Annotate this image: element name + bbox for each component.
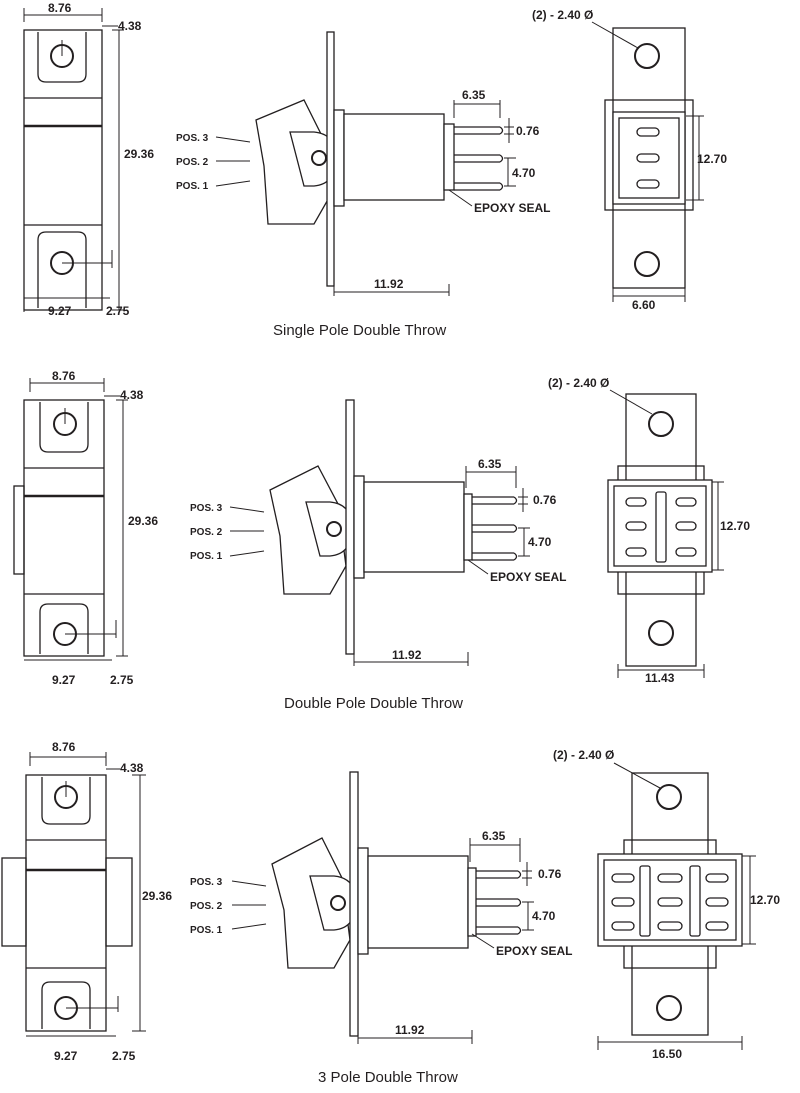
dim-rear-width: 6.60 xyxy=(632,298,656,312)
dim-height: 29.36 xyxy=(142,889,172,903)
dim-height: 29.36 xyxy=(124,147,154,161)
mounting-hole-icon xyxy=(648,620,674,646)
label-pos1: POS. 1 xyxy=(176,181,209,192)
mounting-hole-icon xyxy=(634,251,660,277)
mounting-hole-icon xyxy=(634,43,660,69)
switch-body xyxy=(363,481,465,573)
dim-width-bottom: 9.27 xyxy=(48,304,72,318)
dim-terminal-length: 6.35 xyxy=(462,88,486,102)
mounting-hole-icon xyxy=(648,411,674,437)
dim-pin-width: 0.76 xyxy=(516,124,540,138)
label-pos3: POS. 3 xyxy=(176,133,209,144)
label-pos1: POS. 1 xyxy=(190,925,223,936)
spdt-side-view: POS. 3 POS. 2 POS. 1 6. xyxy=(176,31,550,296)
label-epoxy-seal: EPOXY SEAL xyxy=(490,570,566,584)
dim-width-top: 8.76 xyxy=(52,740,76,754)
label-epoxy-seal: EPOXY SEAL xyxy=(496,944,572,958)
caption-3pdt: 3 Pole Double Throw xyxy=(318,1069,458,1086)
dim-base: 2.75 xyxy=(106,304,130,318)
mounting-plate xyxy=(349,771,359,1037)
dim-width-bottom: 9.27 xyxy=(54,1049,78,1063)
dim-offset: 4.38 xyxy=(120,761,144,775)
pivot-icon xyxy=(330,895,346,911)
dim-width-bottom: 9.27 xyxy=(52,673,76,687)
dim-height: 29.36 xyxy=(128,514,158,528)
3pdt-front-view: 8.76 4.38 29.36 9.27 2.75 xyxy=(1,740,172,1063)
dpdt-front-view: 8.76 4.38 29.36 9.27 2.75 xyxy=(13,369,158,687)
dpdt-rear-view: (2) - 2.40 Ø 12.70 11.43 xyxy=(548,376,750,685)
label-pos2: POS. 2 xyxy=(190,901,223,912)
dim-pin-width: 0.76 xyxy=(533,493,557,507)
dim-rear-height: 12.70 xyxy=(750,893,780,907)
label-pos2: POS. 2 xyxy=(190,527,223,538)
dim-rear-width: 11.43 xyxy=(645,671,675,685)
terminal-pins xyxy=(472,496,518,561)
dim-width-top: 8.76 xyxy=(52,369,76,383)
pivot-icon xyxy=(311,150,327,166)
label-epoxy-seal: EPOXY SEAL xyxy=(474,201,550,215)
dim-hole-dia: (2) - 2.40 Ø xyxy=(532,8,593,22)
rocker-actuator xyxy=(255,99,331,225)
label-pos1: POS. 1 xyxy=(190,551,223,562)
pivot-icon xyxy=(326,521,342,537)
dim-depth: 11.92 xyxy=(395,1023,425,1037)
dim-pin-pitch: 4.70 xyxy=(532,909,556,923)
dim-depth: 11.92 xyxy=(374,277,404,291)
dim-hole-dia: (2) - 2.40 Ø xyxy=(548,376,609,390)
dim-offset: 4.38 xyxy=(120,388,144,402)
label-pos2: POS. 2 xyxy=(176,157,209,168)
dim-terminal-length: 6.35 xyxy=(482,829,506,843)
terminal-pins xyxy=(454,126,504,191)
label-pos3: POS. 3 xyxy=(190,877,223,888)
mounting-hole-icon xyxy=(656,995,682,1021)
3pdt-drawing: 8.76 4.38 29.36 9.27 2.75 POS. 3 POS. 2 … xyxy=(1,740,780,1086)
spdt-drawing: 8.76 4.38 29.36 9.27 2.75 POS. 3 POS. 2 … xyxy=(23,1,727,339)
dim-hole-dia: (2) - 2.40 Ø xyxy=(553,748,614,762)
terminal-pins xyxy=(476,870,522,935)
3pdt-rear-view: (2) - 2.40 Ø 12.70 16.50 xyxy=(553,748,780,1061)
switch-body xyxy=(367,855,469,949)
dim-base: 2.75 xyxy=(112,1049,136,1063)
spdt-rear-view: (2) - 2.40 Ø 12.70 6.60 xyxy=(532,8,727,312)
rocker-actuator xyxy=(269,465,347,595)
mounting-plate xyxy=(326,31,335,287)
rocker-actuator xyxy=(271,837,351,969)
dim-depth: 11.92 xyxy=(392,648,422,662)
dim-rear-height: 12.70 xyxy=(697,152,727,166)
dim-pin-width: 0.76 xyxy=(538,867,562,881)
dim-pin-pitch: 4.70 xyxy=(512,166,536,180)
switch-body xyxy=(343,113,445,201)
dim-terminal-length: 6.35 xyxy=(478,457,502,471)
spdt-front-view: 8.76 4.38 29.36 9.27 2.75 xyxy=(23,1,154,318)
mounting-hole-icon xyxy=(656,784,682,810)
dim-offset: 4.38 xyxy=(118,19,142,33)
label-pos3: POS. 3 xyxy=(190,503,223,514)
caption-spdt: Single Pole Double Throw xyxy=(273,322,446,339)
3pdt-side-view: POS. 3 POS. 2 POS. 1 6. xyxy=(190,771,572,1044)
dim-rear-width: 16.50 xyxy=(652,1047,682,1061)
dpdt-drawing: 8.76 4.38 29.36 9.27 2.75 POS. 3 POS. 2 … xyxy=(13,369,750,712)
mounting-plate xyxy=(345,399,355,655)
dim-base: 2.75 xyxy=(110,673,134,687)
dim-width-top: 8.76 xyxy=(48,1,72,15)
dim-rear-height: 12.70 xyxy=(720,519,750,533)
caption-dpdt: Double Pole Double Throw xyxy=(284,695,463,712)
dim-pin-pitch: 4.70 xyxy=(528,535,552,549)
dpdt-side-view: POS. 3 POS. 2 POS. 1 6. xyxy=(190,399,566,666)
